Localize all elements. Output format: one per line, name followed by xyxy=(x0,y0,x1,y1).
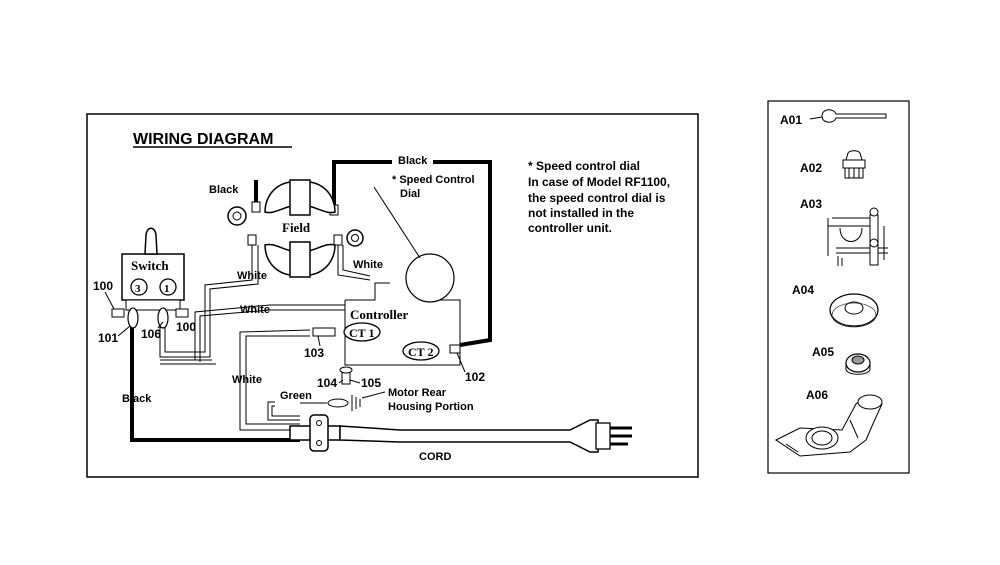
plug-head xyxy=(595,422,611,450)
switch-lever xyxy=(144,227,158,255)
ct1-badge xyxy=(343,322,381,342)
part-102: 102 xyxy=(465,370,485,384)
label-white-3: White xyxy=(240,304,270,316)
label-white-2: White xyxy=(353,259,383,271)
note-line-3: the speed control dial is xyxy=(528,191,666,205)
label-white-4: White xyxy=(232,374,262,386)
controller-box xyxy=(344,186,461,366)
speed-control-dial xyxy=(405,253,455,303)
label-speed-dial-1: * Speed Control xyxy=(392,174,475,186)
wiring-title: WIRING DIAGRAM xyxy=(133,131,273,148)
accessory-a06-label: A06 xyxy=(806,388,828,402)
guide-icon xyxy=(827,207,888,266)
ct2-label: CT 2 xyxy=(408,345,433,359)
label-white-1: White xyxy=(237,270,267,282)
screw-100-left xyxy=(111,308,125,318)
speed-dial-note: * Speed control dial In case of Model RF… xyxy=(528,159,670,235)
controller-label: Controller xyxy=(350,307,408,322)
label-black-field: Black xyxy=(209,184,239,196)
dust-nozzle-icon xyxy=(775,394,883,457)
note-line-4: not installed in the xyxy=(528,206,634,220)
connector-field-top xyxy=(251,201,261,213)
part-104: 104 xyxy=(317,376,337,390)
accessory-a03-label: A03 xyxy=(800,197,822,211)
base-plate-icon xyxy=(829,293,879,328)
screw-100-right xyxy=(175,308,189,318)
black-wire-top-left xyxy=(332,160,392,208)
power-cord xyxy=(289,414,632,453)
ct2-badge xyxy=(402,341,440,361)
terminal-lug-101 xyxy=(127,307,139,329)
part-101: 101 xyxy=(98,331,118,345)
accessory-labels: A01 A02 A03 A04 A05 A06 xyxy=(780,113,834,402)
black-wire-top-right xyxy=(433,160,492,347)
label-motor-rear-2: Housing Portion xyxy=(388,401,474,413)
wrench-icon xyxy=(809,109,887,123)
terminal-1-label: 1 xyxy=(164,283,170,295)
collet-icon xyxy=(845,353,871,375)
cord-clamp xyxy=(309,414,329,452)
accessory-a02-label: A02 xyxy=(800,161,822,175)
switch-assembly xyxy=(111,227,189,329)
note-line-2: In case of Model RF1100, xyxy=(528,175,670,189)
note-line-5: controller unit. xyxy=(528,221,612,235)
connector-right xyxy=(333,234,343,246)
black-wire-left xyxy=(130,320,300,442)
label-green: Green xyxy=(280,390,312,402)
white-wires xyxy=(159,245,371,431)
label-cord: CORD xyxy=(419,451,451,463)
part-106: 106 xyxy=(141,327,161,341)
knob-icon xyxy=(842,150,866,179)
part-103: 103 xyxy=(304,346,324,360)
ct1-label: CT 1 xyxy=(349,326,374,340)
part-numbers: 100 100 101 106 103 102 104 105 xyxy=(93,279,485,390)
connector-102 xyxy=(449,344,461,354)
ground-screw xyxy=(327,366,361,411)
part-100-left: 100 xyxy=(93,279,113,293)
dial-pointer-line xyxy=(373,186,421,259)
wiring-labels: Black Black Black * Speed Control Dial W… xyxy=(122,155,475,463)
label-black-left: Black xyxy=(122,393,152,405)
accessory-a04-label: A04 xyxy=(792,283,814,297)
terminal-lug-106 xyxy=(157,307,169,329)
accessory-a05-label: A05 xyxy=(812,345,834,359)
field-assembly xyxy=(227,179,364,278)
part-100-right: 100 xyxy=(176,320,196,334)
label-speed-dial-2: Dial xyxy=(400,188,420,200)
note-line-1: * Speed control dial xyxy=(528,159,640,173)
part-105: 105 xyxy=(361,376,381,390)
wiring-frame xyxy=(86,113,699,478)
label-motor-rear-1: Motor Rear xyxy=(388,387,447,399)
label-black-top: Black xyxy=(398,155,428,167)
connector-field-bottom xyxy=(247,234,257,246)
accessories-frame xyxy=(767,100,910,474)
switch-label: Switch xyxy=(131,258,169,273)
field-label: Field xyxy=(282,220,311,235)
part-leaders xyxy=(104,291,466,384)
connector-103 xyxy=(312,327,336,337)
accessory-a01-label: A01 xyxy=(780,113,802,127)
terminal-3-label: 3 xyxy=(135,283,141,295)
